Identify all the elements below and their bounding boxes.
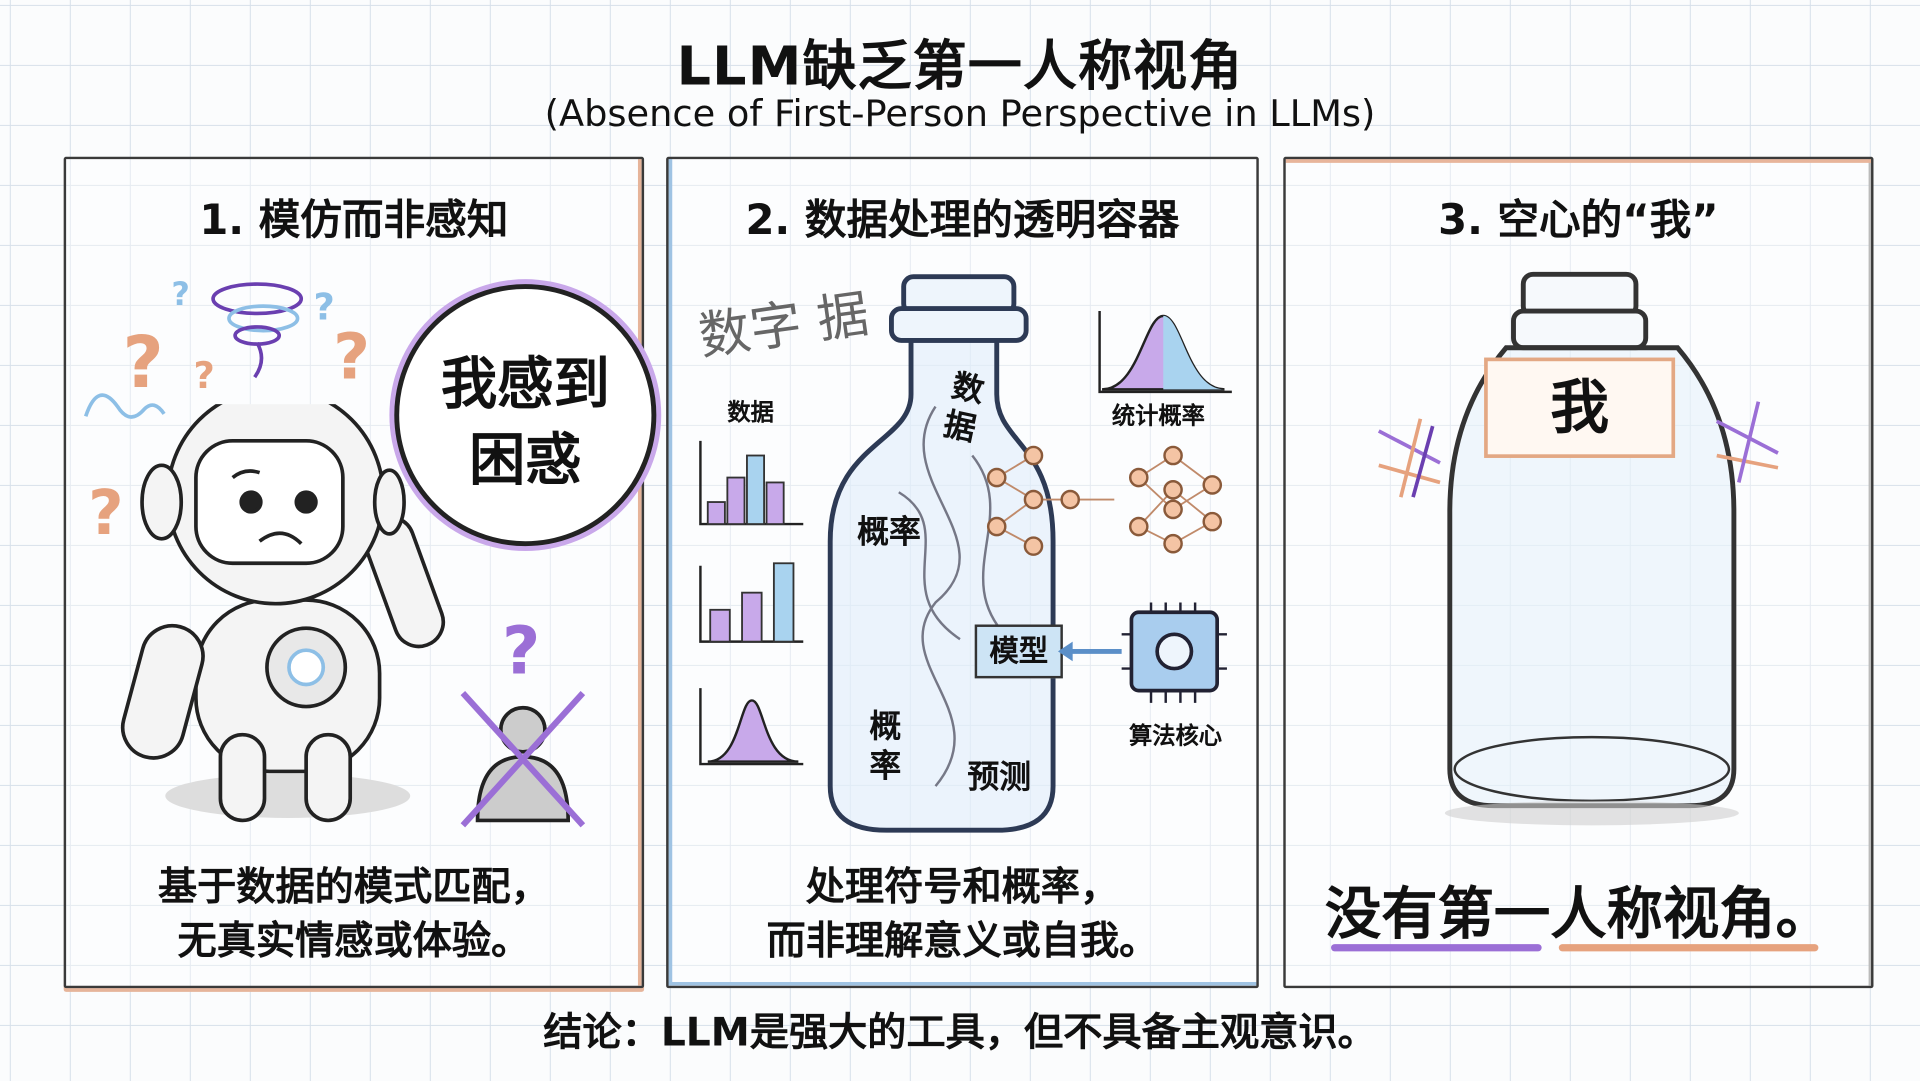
crossed-out-person-icon [460,691,586,828]
bottle-icon [827,274,1056,833]
page-subtitle: (Absence of First-Person Perspective in … [544,93,1376,136]
panel-caption: 基于数据的模式匹配， 无真实情感或体验。 [66,860,642,968]
panel-heading: 1. 模仿而非感知 [199,195,509,245]
model-box: 模型 [974,624,1063,679]
question-mark-icon: ? [88,477,124,549]
caption-line-1: 处理符号和概率， [805,863,1120,910]
speech-line-1: 我感到 [440,350,610,417]
page-title: LLM缺乏第一人称视角 [676,35,1244,98]
question-mark-icon: ? [122,320,164,405]
question-mark-icon: ? [502,612,541,690]
conclusion-text: 结论：LLM是强大的工具，但不具备主观意识。 [543,1008,1377,1056]
cross-mark-icon [1377,418,1441,498]
panel-heading: 3. 空心的“我” [1438,195,1719,245]
algorithm-core-label: 算法核心 [1128,722,1223,750]
neural-network-icon [986,445,1223,556]
speech-bubble-text: 我感到 困惑 [399,345,651,497]
panel-heading: 2. 数据处理的透明容器 [745,195,1180,245]
question-mark-icon: ? [313,286,335,330]
predict-label: 预测 [967,759,1032,796]
self-label-tag: 我 [1484,357,1676,458]
stat-prob-label: 统计概率 [1111,402,1205,430]
empty-jar-icon [1444,271,1739,826]
panel-caption: 处理符号和概率， 而非理解意义或自我。 [669,860,1257,968]
bottle-probability-label-2: 概率 [869,708,902,785]
caption-line-2: 而非理解意义或自我。 [766,917,1159,964]
caption-line-2: 无真实情感或体验。 [177,917,531,964]
chip-icon [1057,602,1227,703]
robot-icon [120,404,446,823]
question-mark-icon: ? [193,355,215,398]
data-label: 数据 [727,399,774,427]
speech-line-2: 困惑 [468,426,582,493]
swirl-icon [83,282,304,419]
underline-decoration [1331,944,1819,952]
gear-icon [265,626,348,709]
bottle-probability-label: 概率 [857,514,921,552]
cross-mark-icon [1715,401,1779,483]
bar-chart-icon [699,440,804,766]
gear-icon [1155,632,1194,671]
caption-line-1: 基于数据的模式匹配， [157,863,550,910]
bell-curve-icon [1098,311,1232,394]
speech-bubble: 我感到 困惑 [394,284,657,547]
panel-caption: 没有第一人称视角。 [1324,880,1832,947]
question-mark-icon: ? [171,276,190,314]
question-mark-icon: ? [333,320,371,395]
